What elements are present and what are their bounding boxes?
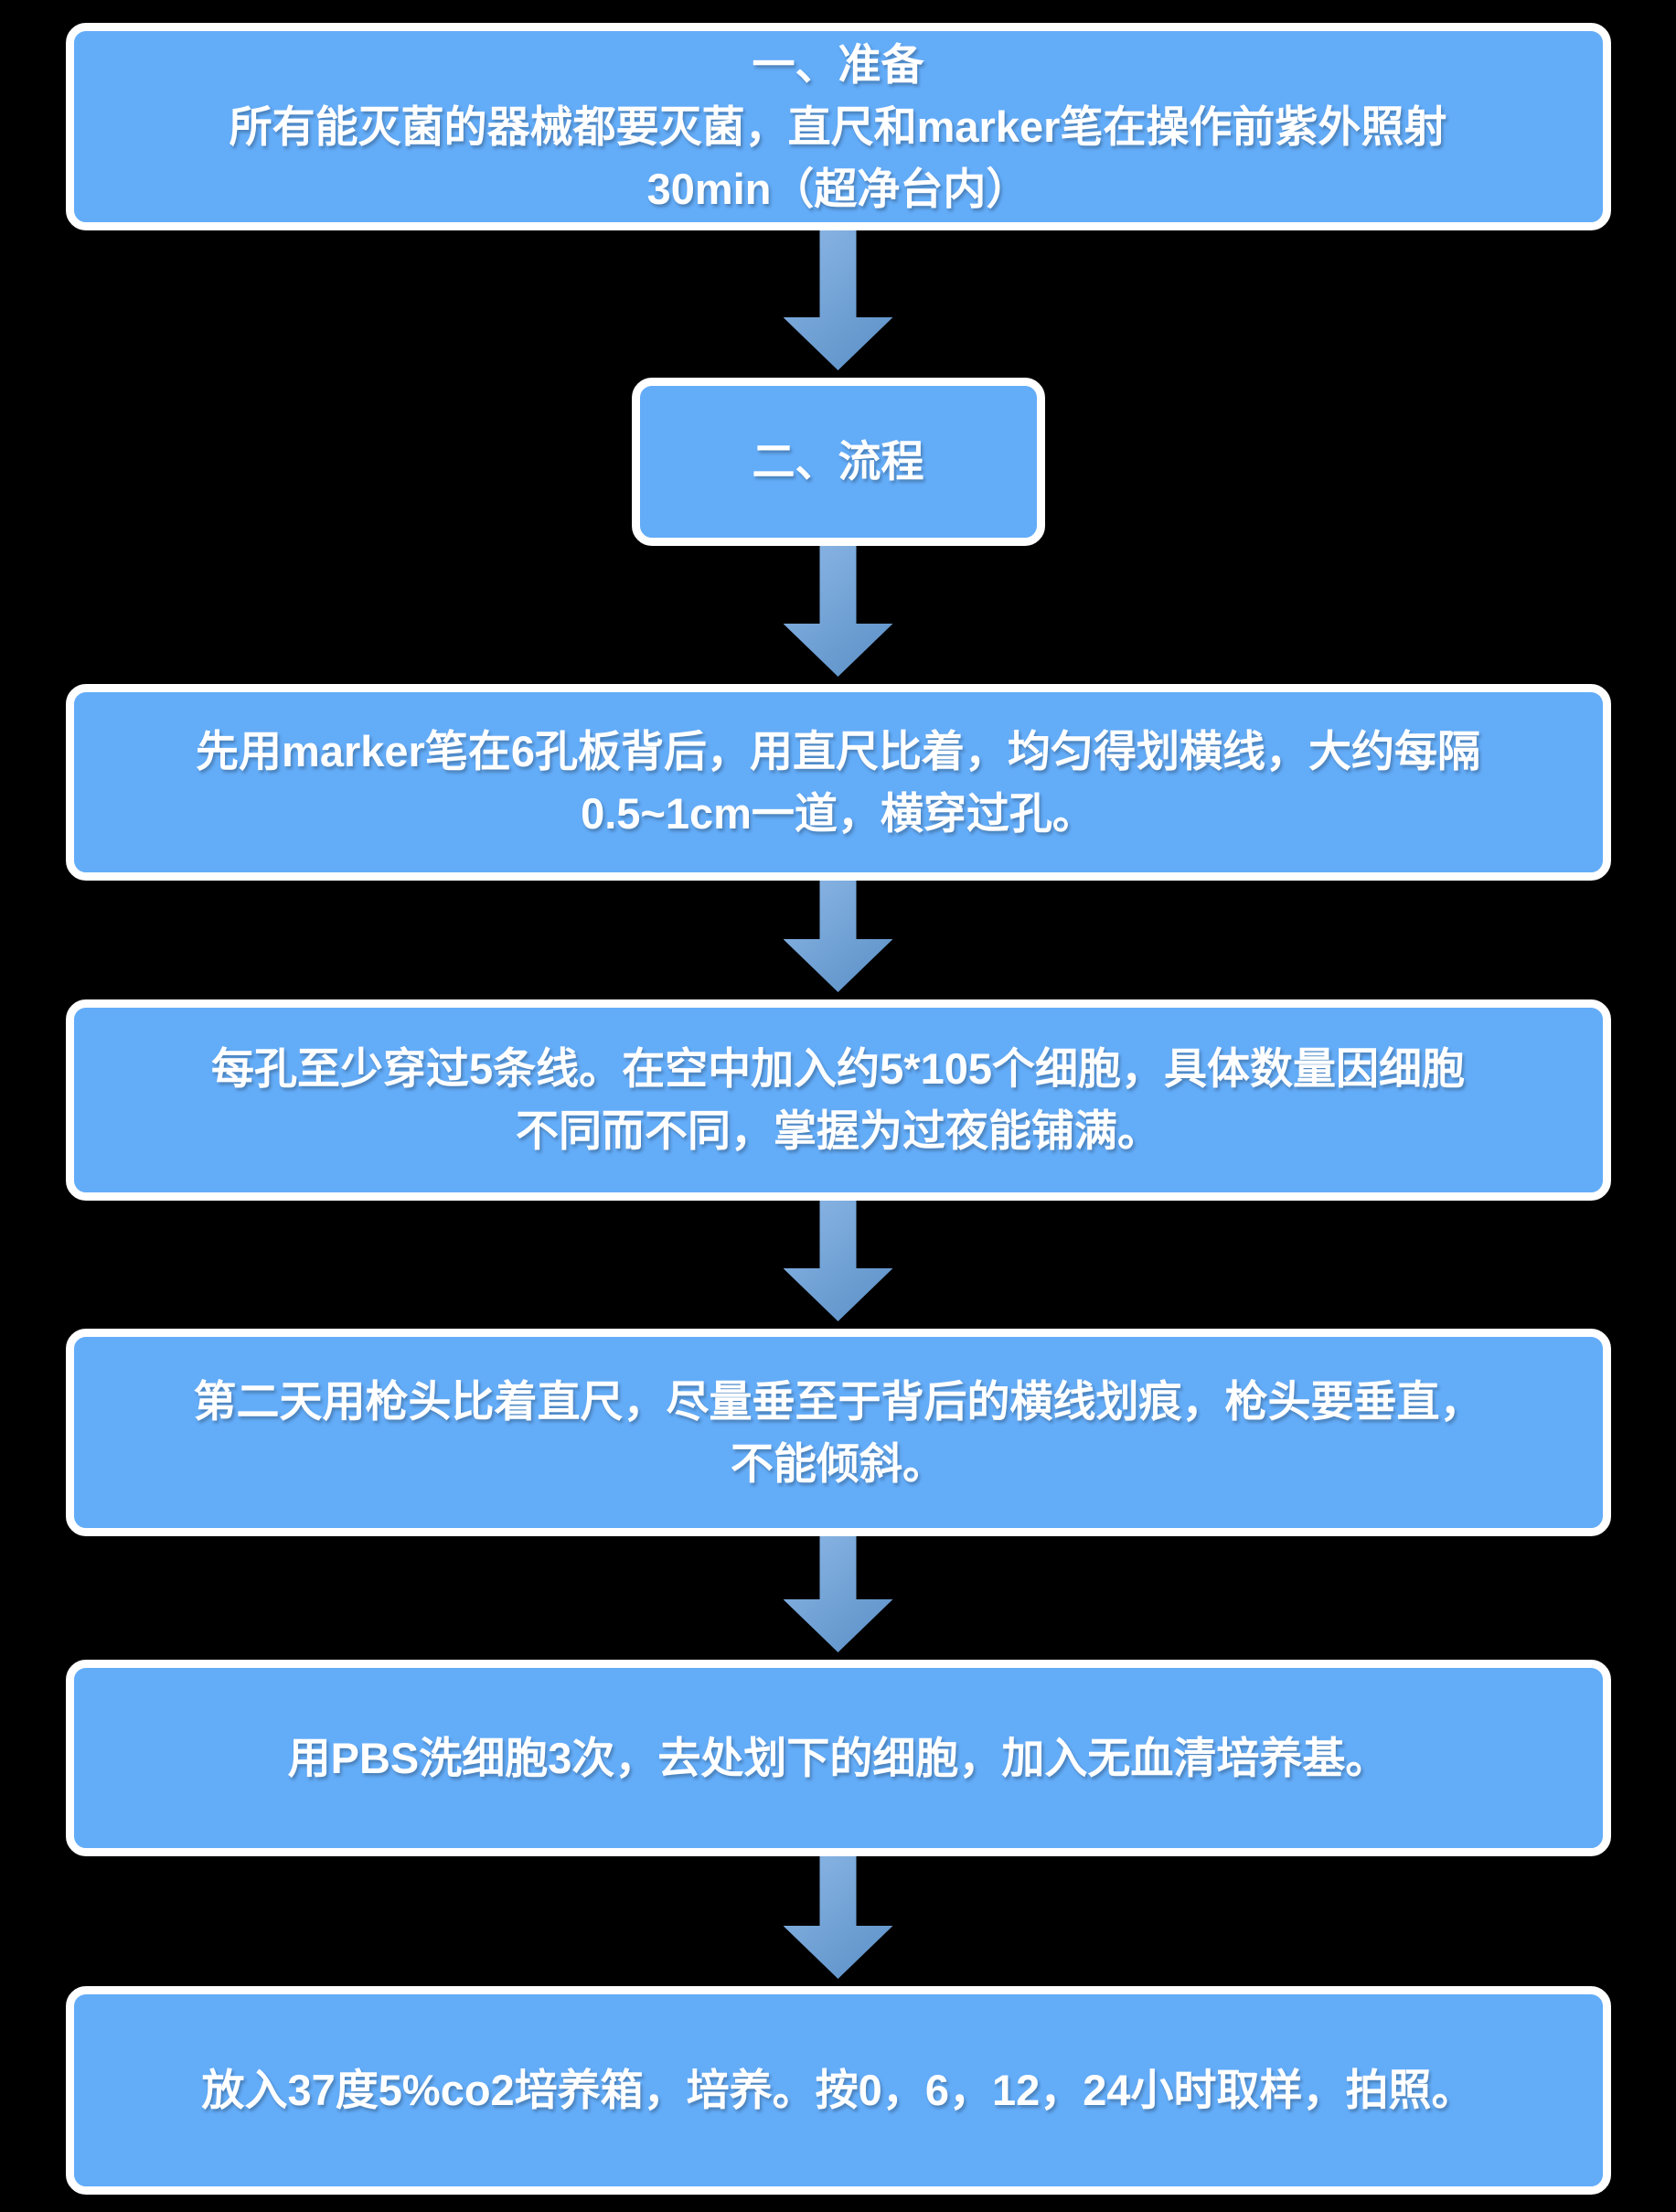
flow-node-seed-cells-text: 每孔至少穿过5条线。在空中加入约5*105个细胞，具体数量因细胞 不同而不同，掌…: [211, 1044, 1465, 1155]
flow-node-draw-lines: 先用marker笔在6孔板背后，用直尺比着，均匀得划横线，大约每隔 0.5~1c…: [65, 684, 1611, 881]
arrow-down-icon: [784, 881, 893, 992]
flow-node-incubate: 放入37度5%co2培养箱，培养。按0，6，12，24小时取样，拍照。: [65, 1986, 1611, 2195]
flow-arrow-5: [784, 1536, 893, 1660]
arrow-down-icon: [784, 1536, 893, 1652]
flow-arrow-3: [784, 881, 893, 999]
flow-arrow-1: [784, 230, 893, 378]
flow-node-draw-lines-text: 先用marker笔在6孔板背后，用直尺比着，均匀得划横线，大约每隔 0.5~1c…: [196, 726, 1480, 838]
arrow-down-icon: [784, 1856, 893, 1979]
flow-node-seed-cells: 每孔至少穿过5条线。在空中加入约5*105个细胞，具体数量因细胞 不同而不同，掌…: [65, 999, 1611, 1201]
flow-node-wash: 用PBS洗细胞3次，去处划下的细胞，加入无血清培养基。: [65, 1660, 1611, 1856]
flow-node-incubate-text: 放入37度5%co2培养箱，培养。按0，6，12，24小时取样，拍照。: [201, 2066, 1475, 2114]
flow-node-scratch: 第二天用枪头比着直尺，尽量垂至于背后的横线划痕，枪头要垂直， 不能倾斜。: [65, 1329, 1611, 1536]
flow-arrow-6: [784, 1856, 893, 1986]
flow-node-scratch-text: 第二天用枪头比着直尺，尽量垂至于背后的横线划痕，枪头要垂直， 不能倾斜。: [193, 1376, 1483, 1488]
flow-node-process-title: 二、流程: [631, 378, 1045, 546]
flow-arrow-4: [784, 1201, 893, 1329]
arrow-down-icon: [784, 546, 893, 677]
arrow-down-icon: [784, 230, 893, 370]
flow-node-process-title-text: 二、流程: [752, 437, 924, 486]
arrow-down-icon: [784, 1201, 893, 1321]
flow-node-preparation: 一、准备 所有能灭菌的器械都要灭菌，直尺和marker笔在操作前紫外照射 30m…: [65, 23, 1611, 230]
flow-node-preparation-text: 一、准备 所有能灭菌的器械都要灭菌，直尺和marker笔在操作前紫外照射 30m…: [229, 39, 1447, 213]
flow-arrow-2: [784, 546, 893, 684]
flow-node-wash-text: 用PBS洗细胞3次，去处划下的细胞，加入无血清培养基。: [287, 1733, 1389, 1782]
